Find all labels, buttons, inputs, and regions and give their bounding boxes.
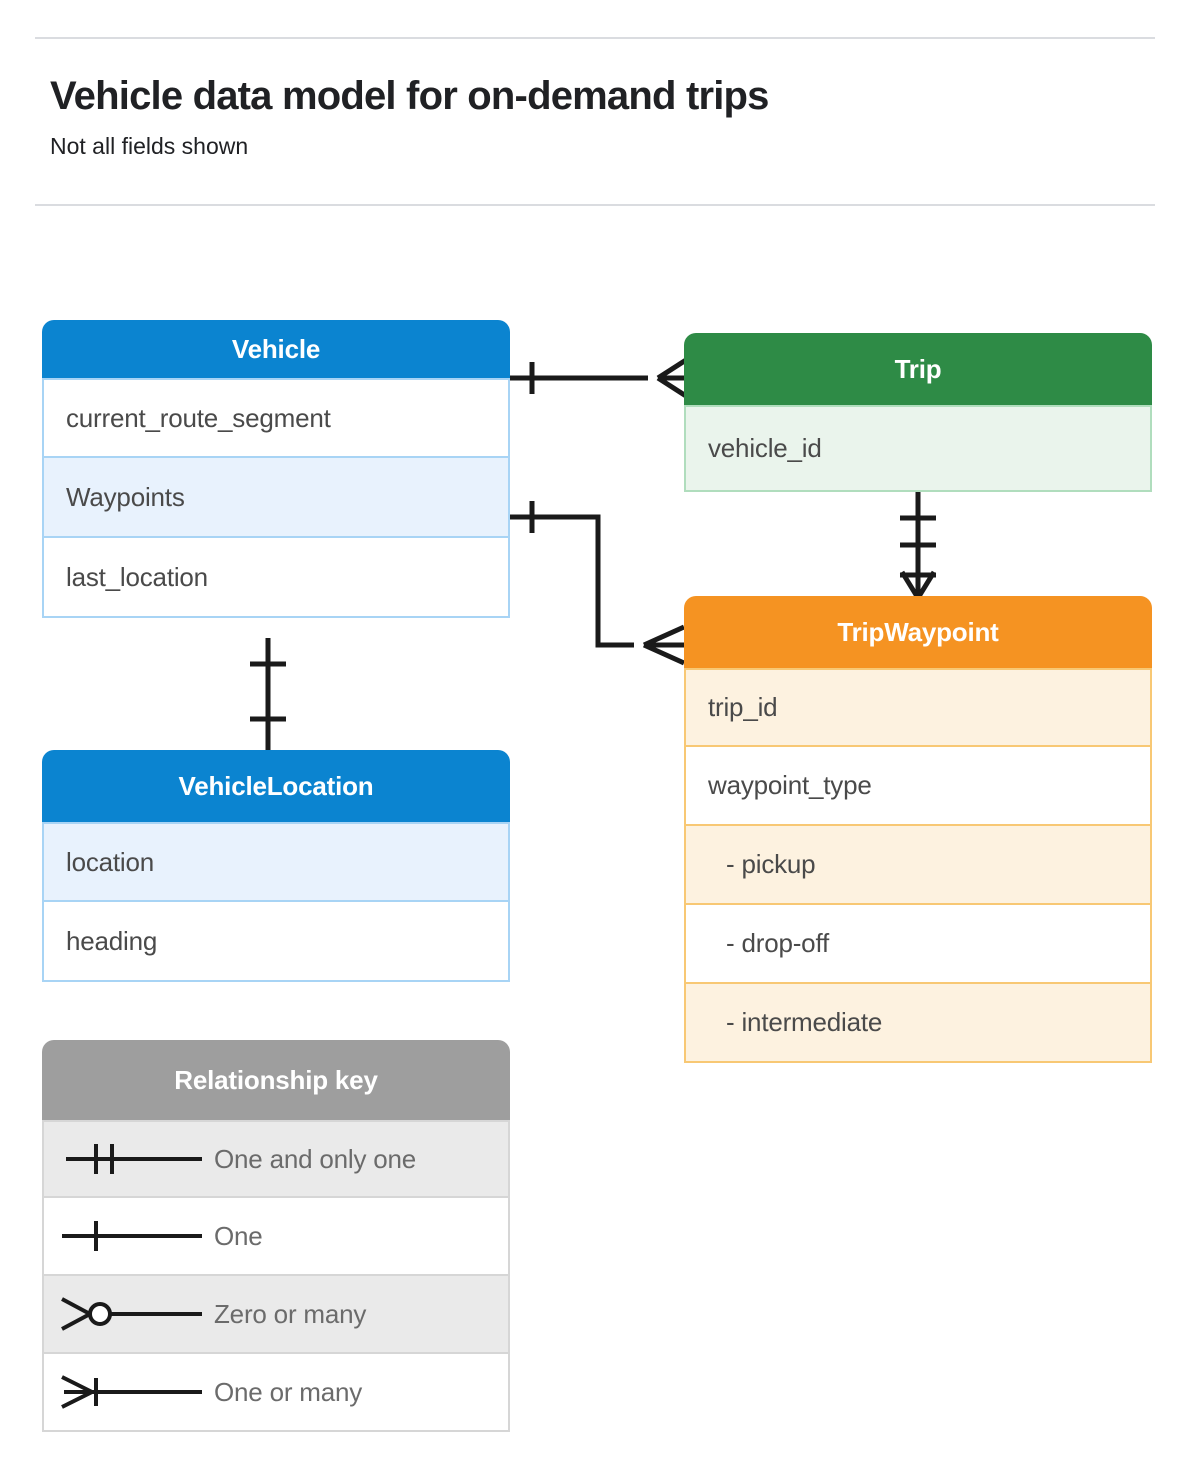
entity-trip-title: Trip <box>894 353 942 384</box>
entity-trip-waypoint-field-waypoint-type[interactable]: waypoint_type <box>684 747 1152 826</box>
entity-vehicle-field-current-route-segment[interactable]: current_route_segment <box>42 378 510 458</box>
crowsfoot-trip-3 <box>656 375 688 399</box>
field-label: - intermediate <box>726 1007 883 1037</box>
field-label: Waypoints <box>66 481 185 512</box>
crowsfoot-trip-1 <box>656 357 688 381</box>
entity-vehicle-title: Vehicle <box>231 333 321 364</box>
field-label: last_location <box>66 561 208 592</box>
entity-trip-fields: vehicle_id <box>684 405 1152 492</box>
connector-waypoints-tripwaypoint <box>508 514 634 648</box>
legend-label: One or many <box>214 1376 363 1407</box>
field-label: waypoint_type <box>708 770 872 800</box>
field-label: heading <box>66 925 158 956</box>
crowsfoot-tripwaypoint-left-3 <box>642 642 686 666</box>
legend-row-one: One <box>42 1198 510 1276</box>
page-title: Vehicle data model for on-demand trips <box>50 74 769 118</box>
legend-row-one-and-only-one: One and only one <box>42 1120 510 1198</box>
legend-header: Relationship key <box>42 1040 510 1120</box>
crowsfoot-tripwaypoint-top-1 <box>899 570 921 600</box>
entity-trip-waypoint-field-trip-id[interactable]: trip_id <box>684 668 1152 747</box>
entity-trip-header: Trip <box>684 333 1152 405</box>
legend-row-zero-or-many: Zero or many <box>42 1276 510 1354</box>
crowsfoot-tripwaypoint-left-1 <box>642 624 686 648</box>
field-label: current_route_segment <box>66 402 331 433</box>
field-label: vehicle_id <box>708 433 822 463</box>
entity-vehicle-location-fields: location heading <box>42 822 510 982</box>
page-subtitle: Not all fields shown <box>50 133 249 159</box>
relationship-key-legend: Relationship key One and only one One <box>42 1040 510 1432</box>
field-label: - drop-off <box>726 928 830 958</box>
entity-vehicle-header: Vehicle <box>42 320 510 378</box>
entity-vehicle-location-header: VehicleLocation <box>42 750 510 822</box>
legend-label: Zero or many <box>214 1298 367 1329</box>
entity-vehicle-field-last-location[interactable]: last_location <box>42 538 510 618</box>
crowsfoot-tripwaypoint-top-2 <box>915 570 937 600</box>
zero-or-many-icon <box>61 1297 202 1331</box>
entity-trip-field-vehicle-id[interactable]: vehicle_id <box>684 405 1152 492</box>
entity-trip-waypoint-title: TripWaypoint <box>837 616 999 647</box>
field-label: location <box>66 846 155 877</box>
one-or-many-icon <box>61 1375 202 1409</box>
entity-trip[interactable]: Trip vehicle_id <box>684 333 1152 492</box>
header-divider-bottom <box>35 204 1155 206</box>
field-label: trip_id <box>708 692 778 722</box>
legend-title: Relationship key <box>174 1064 378 1095</box>
entity-vehicle-location-field-heading[interactable]: heading <box>42 902 510 982</box>
entity-vehicle[interactable]: Vehicle current_route_segment Waypoints … <box>42 320 510 618</box>
entity-trip-waypoint[interactable]: TripWaypoint trip_id waypoint_type - pic… <box>684 596 1152 1063</box>
header-divider-top <box>35 37 1155 39</box>
one-and-only-one-icon <box>66 1144 202 1174</box>
entity-trip-waypoint-enum-drop-off[interactable]: - drop-off <box>684 905 1152 984</box>
entity-trip-waypoint-enum-pickup[interactable]: - pickup <box>684 826 1152 905</box>
entity-vehicle-location-field-location[interactable]: location <box>42 822 510 902</box>
entity-vehicle-location[interactable]: VehicleLocation location heading <box>42 750 510 982</box>
legend-row-one-or-many: One or many <box>42 1354 510 1432</box>
entity-vehicle-location-title: VehicleLocation <box>178 770 374 801</box>
field-label: - pickup <box>726 849 816 879</box>
one-icon <box>62 1221 202 1251</box>
entity-trip-waypoint-fields: trip_id waypoint_type - pickup - drop-of… <box>684 668 1152 1063</box>
entity-vehicle-fields: current_route_segment Waypoints last_loc… <box>42 378 510 618</box>
entity-trip-waypoint-enum-intermediate[interactable]: - intermediate <box>684 984 1152 1063</box>
legend-label: One <box>214 1220 263 1251</box>
entity-trip-waypoint-header: TripWaypoint <box>684 596 1152 668</box>
legend-label: One and only one <box>214 1143 417 1174</box>
entity-vehicle-field-waypoints[interactable]: Waypoints <box>42 458 510 538</box>
